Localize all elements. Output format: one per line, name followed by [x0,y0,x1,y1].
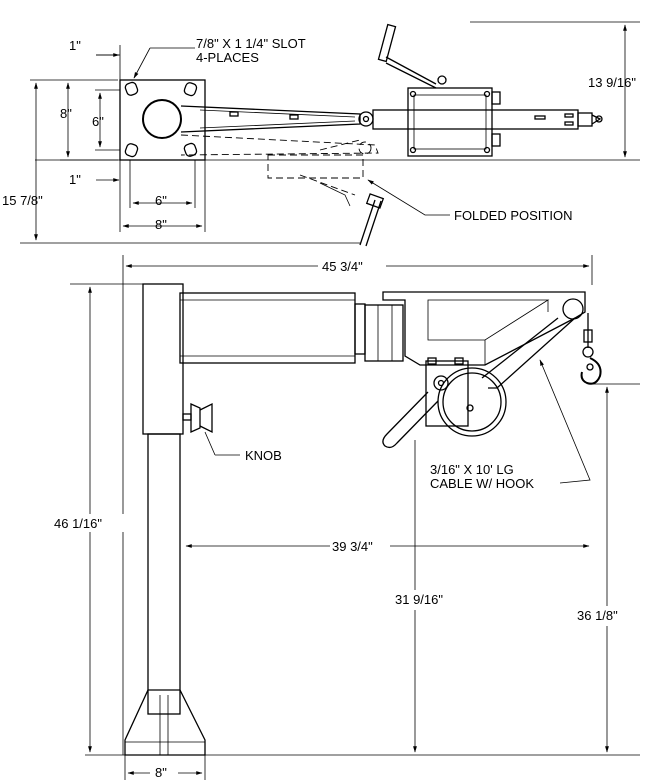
knob-label: KNOB [245,448,282,463]
folded-arm-outline [180,134,379,196]
dim-offset-top: 1" [69,38,81,53]
dim-winch-height: 13 9/16" [588,75,636,90]
dim-post-height: 46 1/16" [54,516,102,531]
column-upper [142,283,184,435]
folded-position-label: FOLDED POSITION [454,208,572,223]
hinge-block [364,304,404,362]
boom [179,292,356,364]
dim-base-width-side: 8" [155,765,167,780]
slot-callout-places: 4-PLACES [196,50,259,65]
outer-arm [382,291,586,366]
dim-span: 39 3/4" [332,539,373,554]
extension-arm [372,109,579,130]
slot-bottom-right [183,142,198,157]
top-view: 1" 8" 6" 1" 6" 8" 15 7/8" 13 9/16" [2,21,640,247]
column-lower [147,433,181,715]
winch-drum [437,367,507,437]
hook [580,357,602,385]
cable-label-line1: 3/16" X 10' LG [430,462,514,477]
dim-offset-bottom: 1" [69,172,81,187]
slot-callout-label: 7/8" X 1 1/4" SLOT [196,36,306,51]
dim-reach: 45 3/4" [322,259,363,274]
winch-housing [407,87,493,157]
side-view: KNOB [50,255,640,780]
slot-top-left [124,81,139,96]
folded-crank [359,199,376,246]
crank-arm [385,56,437,85]
boom-arm [180,105,361,133]
brace [488,317,576,389]
base-plate [119,79,206,161]
dim-hook-height: 36 1/8" [577,608,618,623]
slot-top-right [183,82,198,97]
dim-inner-width: 6" [155,193,167,208]
crank-grip [377,23,397,63]
dim-base-height: 8" [60,106,72,121]
dim-underside: 31 9/16" [395,592,443,607]
slot-bottom-left [124,143,139,158]
dim-base-width: 8" [155,217,167,232]
winch-handle [382,391,439,449]
pulley [562,298,584,320]
hinge-pin [358,111,374,127]
dim-inner-height: 6" [92,114,104,129]
knob[interactable] [182,402,213,434]
cable-label-line2: CABLE W/ HOOK [430,476,534,491]
dim-overall-height: 15 7/8" [2,193,43,208]
base-gusset [124,689,206,756]
post-circle [142,99,182,139]
